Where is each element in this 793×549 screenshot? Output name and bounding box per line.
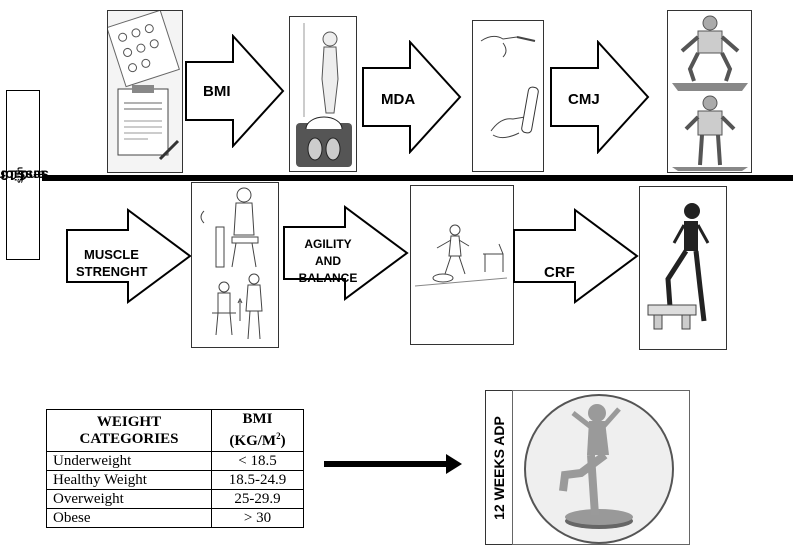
program-label: 12 WEEKS ADP: [485, 390, 513, 545]
balance-training-image: [512, 390, 690, 545]
arrow-mda: [362, 40, 462, 154]
table-row: Obese > 30: [46, 508, 304, 528]
balance-disc-figure-icon: [524, 394, 674, 544]
arrow-cmj: [550, 40, 650, 154]
syringe-tube-icon: [480, 35, 539, 139]
bmi-cell: > 30: [211, 508, 304, 528]
program-label-text: 12 WEEKS ADP: [491, 415, 507, 520]
step-test-image: [639, 186, 727, 350]
arrow-muscle-strength: [66, 208, 192, 304]
consent-document-icon: [106, 9, 182, 172]
arrow-cmj-label: CMJ: [568, 91, 600, 108]
arrow-bmi: [185, 34, 285, 148]
step-figure-icon: [647, 203, 710, 330]
bmi-category-table: WEIGHT CATEGORIES BMI (KG/M2) Underweigh…: [46, 409, 304, 528]
bmi-cell: 25-29.9: [211, 489, 304, 509]
bmi-cell: < 18.5: [211, 451, 304, 471]
arrow-agility-balance-label: AGILITY AND BALANCE: [298, 237, 358, 285]
category-cell: Underweight: [46, 451, 212, 471]
jump-test-image: [667, 10, 752, 173]
program-arrow: [324, 454, 462, 474]
scale-icon: [296, 23, 352, 167]
weight-categories-header: WEIGHT CATEGORIES: [46, 409, 212, 452]
arrow-muscle-strength-label: MUSCLE STRENGHT: [76, 247, 148, 279]
timeline-line: [42, 175, 793, 181]
table-row: Underweight < 18.5: [46, 451, 304, 471]
arrow-crf-label: CRF: [544, 264, 575, 281]
arrow-mda-label: MDA: [381, 91, 416, 108]
category-cell: Overweight: [46, 489, 212, 509]
table-header-row: WEIGHT CATEGORIES BMI (KG/M2): [46, 409, 304, 452]
blood-sample-image: [472, 20, 544, 172]
category-cell: Obese: [46, 508, 212, 528]
arrow-bmi-label: BMI: [203, 83, 231, 100]
muscle-strength-image: [191, 182, 279, 348]
jump-figure-icon: [672, 15, 748, 171]
arrow-crf: [513, 208, 639, 304]
height-weight-image: [289, 16, 357, 172]
table-row: Healthy Weight 18.5-24.9: [46, 470, 304, 490]
table-row: Overweight 25-29.9: [46, 489, 304, 509]
category-cell: Healthy Weight: [46, 470, 212, 490]
bmi-header: BMI (KG/M2): [211, 409, 304, 452]
agility-figure-icon: [414, 224, 508, 287]
strength-figures-icon: [200, 187, 263, 340]
bmi-cell: 18.5-24.9: [211, 470, 304, 490]
informed-consent-image: [106, 9, 183, 173]
agility-test-image: [410, 185, 514, 345]
arrow-agility-balance: [283, 205, 409, 301]
